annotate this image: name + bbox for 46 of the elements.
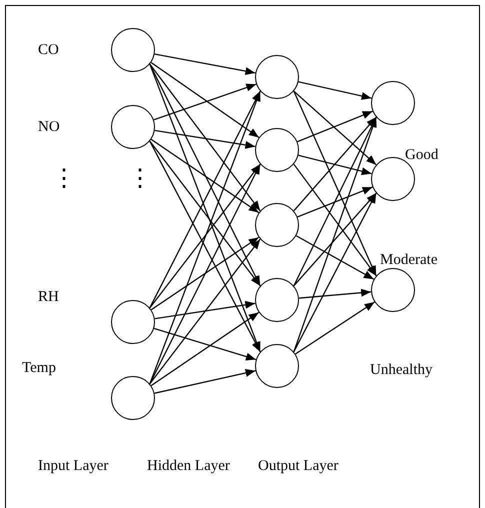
arrow: [150, 62, 260, 138]
arrow: [297, 186, 373, 218]
arrow: [150, 312, 260, 386]
arrow: [293, 116, 377, 352]
arrow: [296, 235, 374, 280]
arrow: [293, 192, 377, 352]
text-label: Hidden Layer: [147, 457, 230, 476]
arrow: [154, 84, 256, 120]
ellipsis-dots: ⋮: [128, 165, 152, 193]
arrow: [298, 81, 372, 100]
text-label: Unhealthy: [370, 361, 432, 380]
arrow: [149, 140, 261, 352]
arrow: [293, 116, 377, 212]
node-label: NO: [38, 118, 60, 137]
arrow: [293, 192, 377, 286]
arrow: [149, 140, 261, 286]
text-label: Moderate: [380, 251, 438, 270]
arrow: [149, 64, 261, 286]
arrow: [298, 288, 372, 299]
node-label: Temp: [22, 359, 56, 378]
text-label: Input Layer: [38, 457, 108, 476]
arrow: [149, 238, 261, 384]
arrow: [154, 53, 256, 76]
arrow: [150, 138, 260, 214]
arrow: [154, 328, 256, 360]
arrow: [154, 300, 256, 320]
arrow: [293, 90, 377, 166]
node-label: CO: [38, 41, 59, 60]
arrow: [154, 369, 256, 394]
text-label: Good: [405, 146, 438, 165]
arrow: [149, 64, 261, 212]
node-label: RH: [38, 288, 59, 307]
arrow: [293, 164, 377, 276]
arrow: [293, 90, 377, 276]
ellipsis-dots: ⋮: [52, 165, 76, 193]
text-label: Output Layer: [258, 457, 338, 476]
arrow: [149, 164, 261, 308]
arrow: [149, 90, 261, 308]
arrow: [297, 110, 373, 142]
arrow: [149, 90, 261, 384]
arrow: [150, 236, 260, 310]
arrow: [154, 130, 256, 149]
arrow: [298, 154, 372, 176]
arrow: [149, 164, 261, 384]
arrow: [295, 302, 375, 354]
arrow: [293, 116, 377, 286]
